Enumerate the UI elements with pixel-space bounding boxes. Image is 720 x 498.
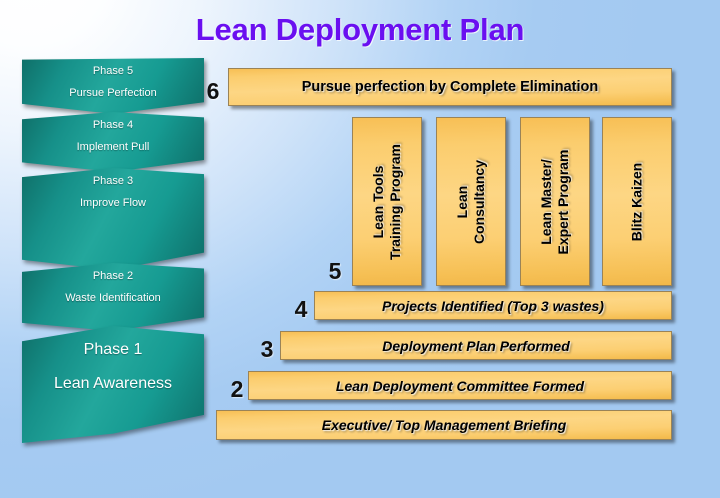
step-number-3: 3 <box>260 336 274 362</box>
vbox-lean-tools-line2: Training Program <box>387 143 403 260</box>
vertical-box-blitz-kaizen-label: Blitz Kaizen <box>629 162 646 241</box>
vertical-box-lean-consultancy[interactable]: Lean Consultancy <box>436 117 506 286</box>
pyramid-chevron-phase-3[interactable]: Phase 3 Improve Flow <box>22 168 204 270</box>
vertical-box-lean-consultancy-label: Lean Consultancy <box>454 159 488 243</box>
step-bar-2[interactable]: Lean Deployment Committee Formed <box>248 371 672 400</box>
step-number-4: 4 <box>294 296 308 322</box>
step-bar-3[interactable]: Deployment Plan Performed <box>280 331 672 360</box>
vbox-lean-consultancy-line2: Consultancy <box>471 159 487 244</box>
vertical-box-lean-master-label: Lean Master/ Expert Program <box>538 149 572 254</box>
vertical-box-lean-tools[interactable]: Lean Tools Training Program <box>352 117 422 286</box>
page-title: Lean Deployment Plan <box>195 12 525 47</box>
step-bar-1-label: Executive/ Top Management Briefing <box>321 417 567 433</box>
step-bar-4-label: Projects Identified (Top 3 wastes) <box>382 297 604 314</box>
step-bar-6[interactable]: Pursue perfection by Complete Eliminatio… <box>228 68 672 106</box>
vbox-lean-master-line2: Expert Program <box>555 148 571 255</box>
vbox-blitz-kaizen-line1: Blitz Kaizen <box>628 162 645 241</box>
vbox-lean-consultancy-line1: Lean <box>454 185 470 218</box>
step-bar-2-label: Lean Deployment Committee Formed <box>335 377 585 394</box>
step-bar-6-label: Pursue perfection by Complete Eliminatio… <box>301 79 599 95</box>
vertical-box-lean-tools-label: Lean Tools Training Program <box>370 144 404 260</box>
step-number-6: 6 <box>206 78 220 104</box>
pyramid-chevron-phase-4[interactable]: Phase 4 Implement Pull <box>22 112 204 172</box>
step-number-2: 2 <box>230 376 244 402</box>
step-bar-1[interactable]: Executive/ Top Management Briefing <box>216 410 672 440</box>
vbox-lean-tools-line1: Lean Tools <box>370 165 386 238</box>
pyramid-chevron-phase-5[interactable]: Phase 5 Pursue Perfection <box>22 58 204 114</box>
phase-pyramid: Phase 5 Pursue Perfection Phase 4 Implem… <box>22 58 204 443</box>
vbox-lean-master-line1: Lean Master/ <box>538 158 554 245</box>
pyramid-chevron-phase-1[interactable]: Phase 1 Lean Awareness <box>22 326 204 443</box>
vertical-box-blitz-kaizen[interactable]: Blitz Kaizen <box>602 117 672 286</box>
step-bar-4[interactable]: Projects Identified (Top 3 wastes) <box>314 291 672 320</box>
step-number-5: 5 <box>328 258 342 284</box>
vertical-box-lean-master[interactable]: Lean Master/ Expert Program <box>520 117 590 286</box>
pyramid-chevron-phase-2[interactable]: Phase 2 Waste Identification <box>22 263 204 331</box>
step-bar-3-label: Deployment Plan Performed <box>382 337 570 354</box>
